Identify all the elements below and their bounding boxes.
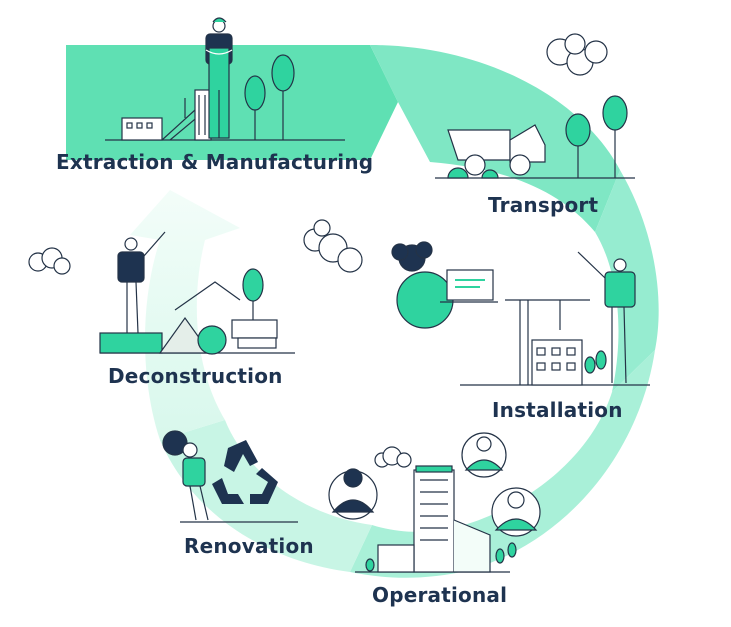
stage-label-renovation: Renovation — [184, 534, 314, 558]
factory-icon — [121, 89, 212, 141]
stage-label-deconstruction: Deconstruction — [108, 364, 283, 388]
recycle-icon — [212, 440, 278, 504]
extraction-scene — [105, 17, 345, 141]
cloud-icon — [546, 33, 608, 76]
worker-icon — [577, 251, 636, 384]
stage-label-installation: Installation — [492, 398, 623, 422]
stage-label-extraction: Extraction & Manufacturing — [56, 150, 374, 174]
laptop-icon — [391, 241, 498, 329]
worker-icon — [117, 231, 166, 334]
tree-icon — [565, 95, 628, 178]
stage-label-transport: Transport — [488, 193, 599, 217]
renovation-scene — [162, 430, 298, 523]
person-avatar-icon — [328, 468, 378, 520]
transport-scene — [435, 33, 635, 179]
worker-icon — [205, 17, 233, 139]
installation-scene — [391, 241, 650, 386]
worker-icon — [162, 430, 209, 521]
dump-truck-icon — [447, 124, 546, 176]
cloud-icon — [28, 247, 71, 275]
excavator-icon — [174, 281, 278, 349]
deconstruction-scene — [28, 219, 363, 355]
person-avatar-icon — [491, 487, 541, 537]
tree-icon — [244, 54, 295, 140]
operational-scene — [328, 432, 541, 573]
office-tower-icon — [377, 465, 491, 573]
person-avatar-icon — [461, 432, 507, 478]
cloud-icon — [303, 219, 363, 273]
stage-label-operational: Operational — [372, 583, 508, 607]
crane-icon — [505, 299, 590, 386]
tree-icon — [242, 268, 264, 320]
cloud-icon — [374, 446, 412, 468]
